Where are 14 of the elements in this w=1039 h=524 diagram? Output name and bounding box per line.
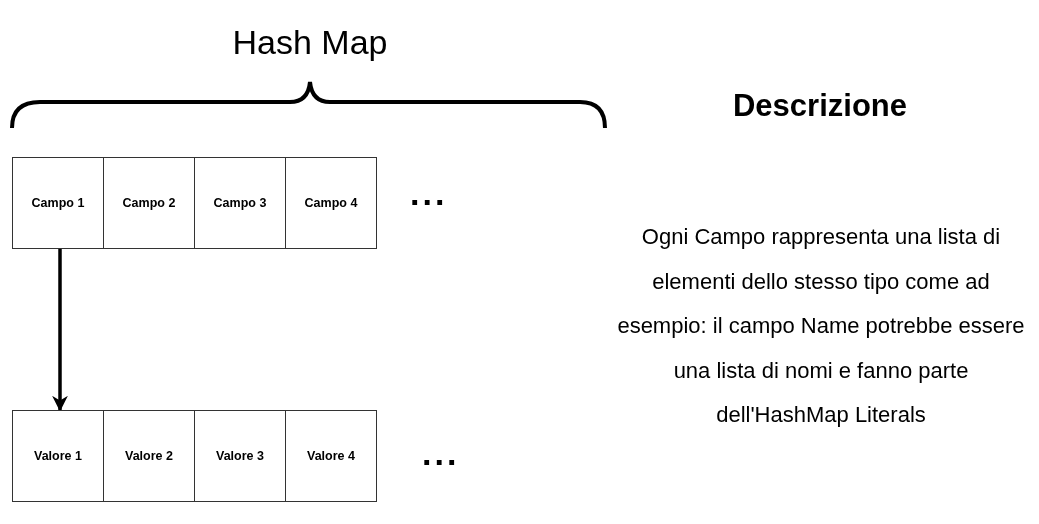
heading: Descrizione [732,87,908,125]
map-cell: Valore 3 [194,410,286,502]
ellipsis: ... [410,178,448,208]
arrow [52,249,68,412]
map-cell: Valore 1 [12,410,104,502]
map-cell: Valore 2 [103,410,195,502]
map-cell: Campo 3 [194,157,286,249]
map-cell: Campo 1 [12,157,104,249]
description-text: Ogni Campo rappresenta una lista di elementi dello stesso tipo come ad esempio: il campo Name potrebbe essere una lista di nomi e fanno parte dell'HashMap Literals [616,223,1026,429]
ellipsis: ... [422,438,460,468]
map-cell: Campo 2 [103,157,195,249]
map-cell: Valore 4 [285,410,377,502]
map-cell: Campo 4 [285,157,377,249]
title: Hash Map [231,22,389,62]
